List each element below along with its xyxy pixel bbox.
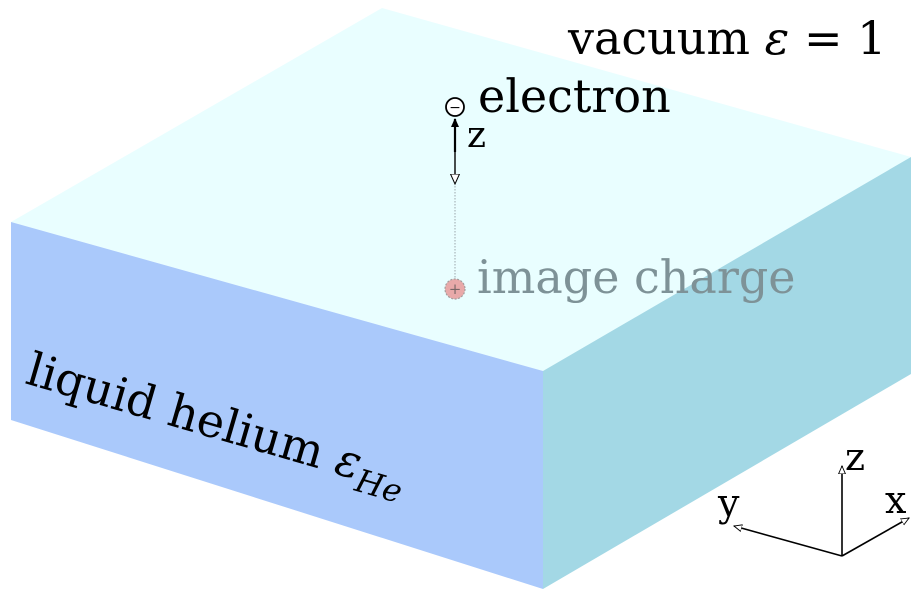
axis-y-label: y (717, 481, 740, 525)
vacuum-top-face (11, 8, 911, 371)
vacuum-label-text: vacuum (567, 11, 765, 65)
electron-sign: − (449, 100, 461, 116)
helium-side-face (543, 157, 911, 589)
vacuum-equals-one: = 1 (789, 11, 886, 65)
axis-x-line (841, 517, 909, 557)
image-charge-label: image charge (477, 250, 796, 304)
electron-label: electron (478, 69, 671, 123)
vacuum-label: vacuum ε = 1 (567, 11, 886, 65)
axis-z-label: z (845, 435, 865, 479)
axis-x-label: x (885, 478, 906, 522)
helium-front-face (11, 222, 543, 589)
distance-z-label: z (467, 115, 486, 156)
axis-y-line (734, 526, 843, 557)
image-charge-sign: + (449, 280, 462, 298)
electron-circle (445, 97, 465, 117)
vacuum-epsilon: ε (765, 11, 790, 65)
coordinate-axes: z y x (717, 435, 909, 557)
image-charge-circle (444, 278, 466, 300)
